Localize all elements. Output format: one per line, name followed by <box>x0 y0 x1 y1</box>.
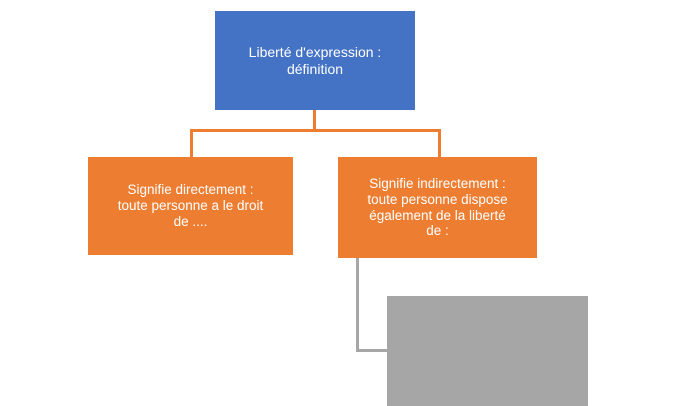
connector-down-vertical <box>356 258 359 352</box>
connector-root-stem <box>313 110 316 131</box>
node-branch-direct-meaning[interactable]: Signifie directement : toute personne a … <box>88 157 293 255</box>
connector-drop-left <box>190 129 193 158</box>
node-root-definition[interactable]: Liberté d'expression : définition <box>215 11 415 110</box>
node-placeholder-empty[interactable] <box>387 296 588 406</box>
connector-horizontal-bar <box>190 129 441 132</box>
node-branch-indirect-meaning[interactable]: Signifie indirectement : toute personne … <box>338 157 537 258</box>
connector-drop-right <box>438 129 441 158</box>
connector-down-horizontal <box>356 349 389 352</box>
